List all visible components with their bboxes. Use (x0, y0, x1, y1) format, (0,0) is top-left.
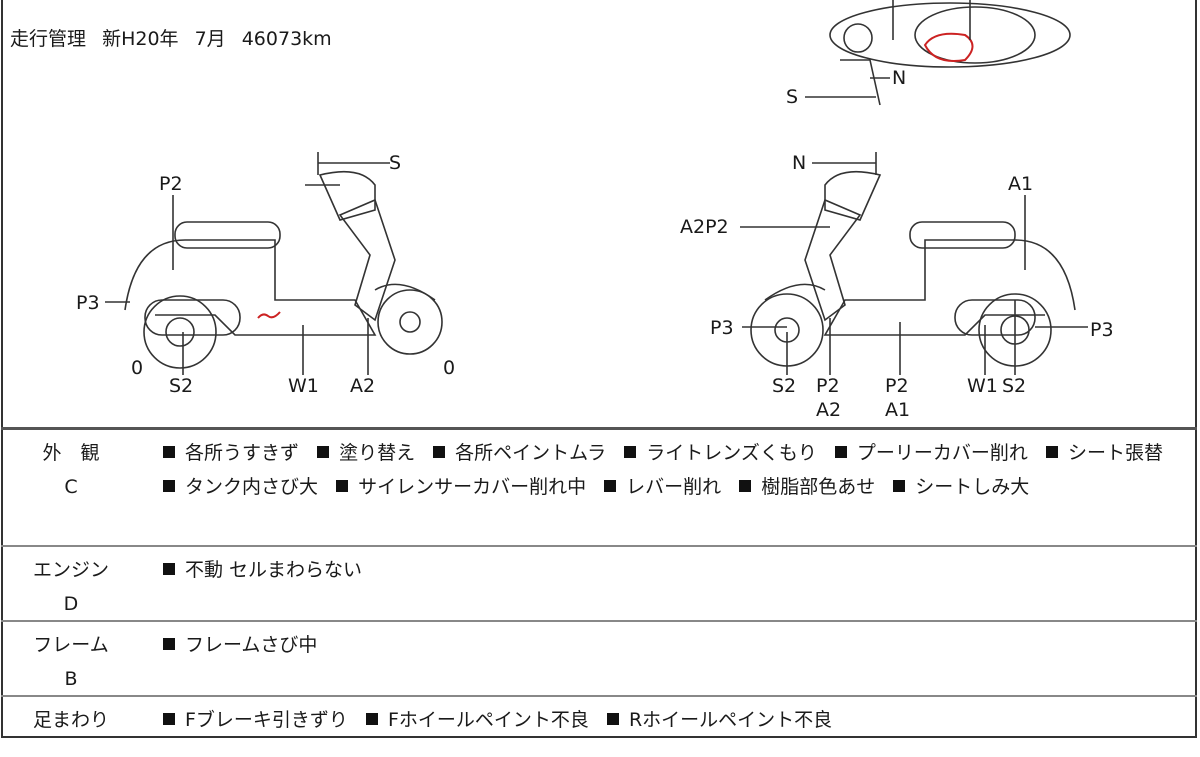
section-items: Fブレーキ引きずり Fホイールペイント不良 Rホイールペイント不良 (159, 703, 1191, 737)
label-right-A2P2: A2P2 (680, 216, 729, 238)
section-suspension: 足まわり Fブレーキ引きずり Fホイールペイント不良 Rホイールペイント不良 (1, 697, 1197, 757)
mileage-header: 走行管理 新H20年 7月 46073km (10, 24, 342, 51)
bullet-icon (1045, 446, 1058, 458)
section-label: エンジン D (1, 553, 141, 621)
bullet-icon (834, 446, 847, 458)
bullet-icon (624, 446, 637, 458)
bullet-icon (336, 480, 349, 492)
section-items: 各所うすきず 塗り替え 各所ペイントムラ ライトレンズくもり プーリーカバー削れ… (159, 436, 1191, 504)
defect-item: Fブレーキ引きずり (185, 709, 348, 731)
scooter-left-view (105, 152, 443, 375)
bullet-icon (163, 713, 175, 725)
label-right-W1: W1 (967, 375, 998, 397)
section-grade: B (64, 668, 78, 690)
defect-item: シート張替 (1067, 442, 1163, 464)
bullet-icon (317, 446, 330, 458)
mileage-label: 走行管理 (10, 28, 87, 50)
bullet-icon (604, 480, 617, 492)
section-title: 外 観 (42, 442, 100, 464)
label-left-zero-rear: 0 (131, 357, 144, 379)
label-right-P3-rear: P3 (1090, 319, 1114, 341)
defect-item: Rホイールペイント不良 (628, 709, 833, 731)
section-items: 不動 セルまわらない (159, 553, 1191, 587)
bullet-icon (163, 638, 175, 650)
label-left-W1: W1 (288, 375, 319, 397)
registration-month: 7月 (194, 28, 226, 50)
scooter-top-view (805, 0, 1071, 106)
bullet-icon (739, 480, 752, 492)
label-top-N: N (892, 67, 907, 89)
bullet-icon (365, 713, 378, 725)
label-right-S2-rear: S2 (1002, 375, 1027, 397)
section-label: 外 観 C (1, 436, 141, 504)
defect-item: 各所ペイントムラ (455, 442, 607, 464)
section-title: 足まわり (32, 709, 109, 731)
label-left-S: S (389, 152, 402, 174)
defect-item: タンク内さび大 (185, 476, 319, 498)
section-exterior: 外 観 C 各所うすきず 塗り替え 各所ペイントムラ ライトレンズくもり プーリ… (1, 430, 1197, 545)
label-top-S: S (786, 86, 799, 108)
bullet-icon (163, 446, 175, 458)
section-label: フレーム B (1, 628, 141, 696)
section-label: 足まわり (1, 703, 141, 737)
row-divider (1, 620, 1197, 622)
bullet-icon (606, 713, 619, 725)
row-divider (1, 545, 1197, 547)
defect-item: プーリーカバー削れ (856, 442, 1028, 464)
defect-item: 不動 セルまわらない (185, 559, 363, 581)
bullet-icon (433, 446, 446, 458)
label-right-N: N (792, 152, 807, 174)
scooter-right-view (740, 152, 1088, 375)
defect-item: 各所うすきず (185, 442, 300, 464)
defect-item: 樹脂部色あせ (761, 476, 876, 498)
section-title: フレーム (33, 634, 109, 656)
defect-item: 塗り替え (339, 442, 416, 464)
section-engine: エンジン D 不動 セルまわらない (1, 547, 1197, 620)
defect-item: ライトレンズくもり (646, 442, 817, 464)
label-left-zero-front: 0 (443, 357, 456, 379)
label-right-A1-bottom: A1 (885, 399, 911, 421)
section-title: エンジン (32, 559, 109, 581)
scooter-diagrams (105, 0, 1088, 375)
label-left-S2: S2 (169, 375, 194, 397)
mileage-value: 46073km (241, 28, 332, 50)
label-left-P2: P2 (159, 173, 183, 195)
section-items: フレームさび中 (159, 628, 1191, 662)
section-grade: C (64, 476, 78, 498)
label-right-S2-front: S2 (772, 375, 797, 397)
defect-item: シートしみ大 (915, 476, 1030, 498)
label-left-A2: A2 (350, 375, 376, 397)
defect-item: サイレンサーカバー削れ中 (358, 476, 587, 498)
bullet-icon (893, 480, 906, 492)
label-right-A2: A2 (816, 399, 842, 421)
label-left-P3: P3 (76, 292, 100, 314)
label-right-P2-a: P2 (816, 375, 840, 397)
section-grade: D (63, 593, 79, 615)
defect-item: レバー削れ (626, 476, 722, 498)
label-right-A1: A1 (1008, 173, 1034, 195)
row-divider (1, 695, 1197, 697)
defect-item: フレームさび中 (185, 634, 318, 656)
section-divider (1, 427, 1197, 430)
defect-item: Fホイールペイント不良 (387, 709, 589, 731)
label-right-P3-front: P3 (710, 317, 734, 339)
label-right-P2-b: P2 (885, 375, 909, 397)
section-frame: フレーム B フレームさび中 (1, 622, 1197, 695)
bullet-icon (163, 563, 175, 575)
bullet-icon (163, 480, 175, 492)
first-registration: 新H20年 (102, 28, 179, 50)
